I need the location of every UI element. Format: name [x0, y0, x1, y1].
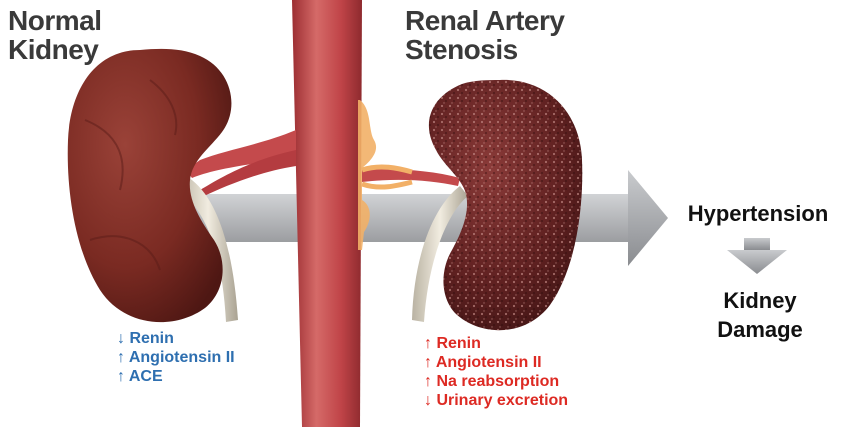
kidney-damage-line1: Kidney — [690, 286, 830, 315]
stenosis-title-line2: Stenosis — [405, 35, 645, 64]
stenosis-effect-angiotensin: ↑ Angiotensin II — [424, 353, 568, 372]
stenosis-effect-renin: ↑ Renin — [424, 334, 568, 353]
normal-kidney — [68, 49, 232, 322]
kidney-damage-line2: Damage — [690, 315, 830, 344]
normal-effect-angiotensin: ↑ Angiotensin II — [117, 348, 235, 367]
stenosis-title: Renal Artery Stenosis — [405, 6, 645, 64]
hypertension-label: Hypertension — [668, 201, 848, 227]
aorta — [292, 0, 376, 427]
stenosis-effect-urinary: ↓ Urinary excretion — [424, 391, 568, 410]
down-arrow-icon — [727, 238, 787, 274]
stenosis-effects-list: ↑ Renin ↑ Angiotensin II ↑ Na reabsorpti… — [424, 334, 568, 410]
normal-kidney-title-line2: Kidney — [8, 35, 168, 64]
kidney-damage-label: Kidney Damage — [690, 286, 830, 344]
normal-effects-list: ↓ Renin ↑ Angiotensin II ↑ ACE — [117, 329, 235, 386]
normal-kidney-title: Normal Kidney — [8, 6, 168, 64]
stenosis-effect-na: ↑ Na reabsorption — [424, 372, 568, 391]
normal-kidney-title-line1: Normal — [8, 6, 168, 35]
stenosis-title-line1: Renal Artery — [405, 6, 645, 35]
normal-effect-renin: ↓ Renin — [117, 329, 235, 348]
normal-effect-ace: ↑ ACE — [117, 367, 235, 386]
